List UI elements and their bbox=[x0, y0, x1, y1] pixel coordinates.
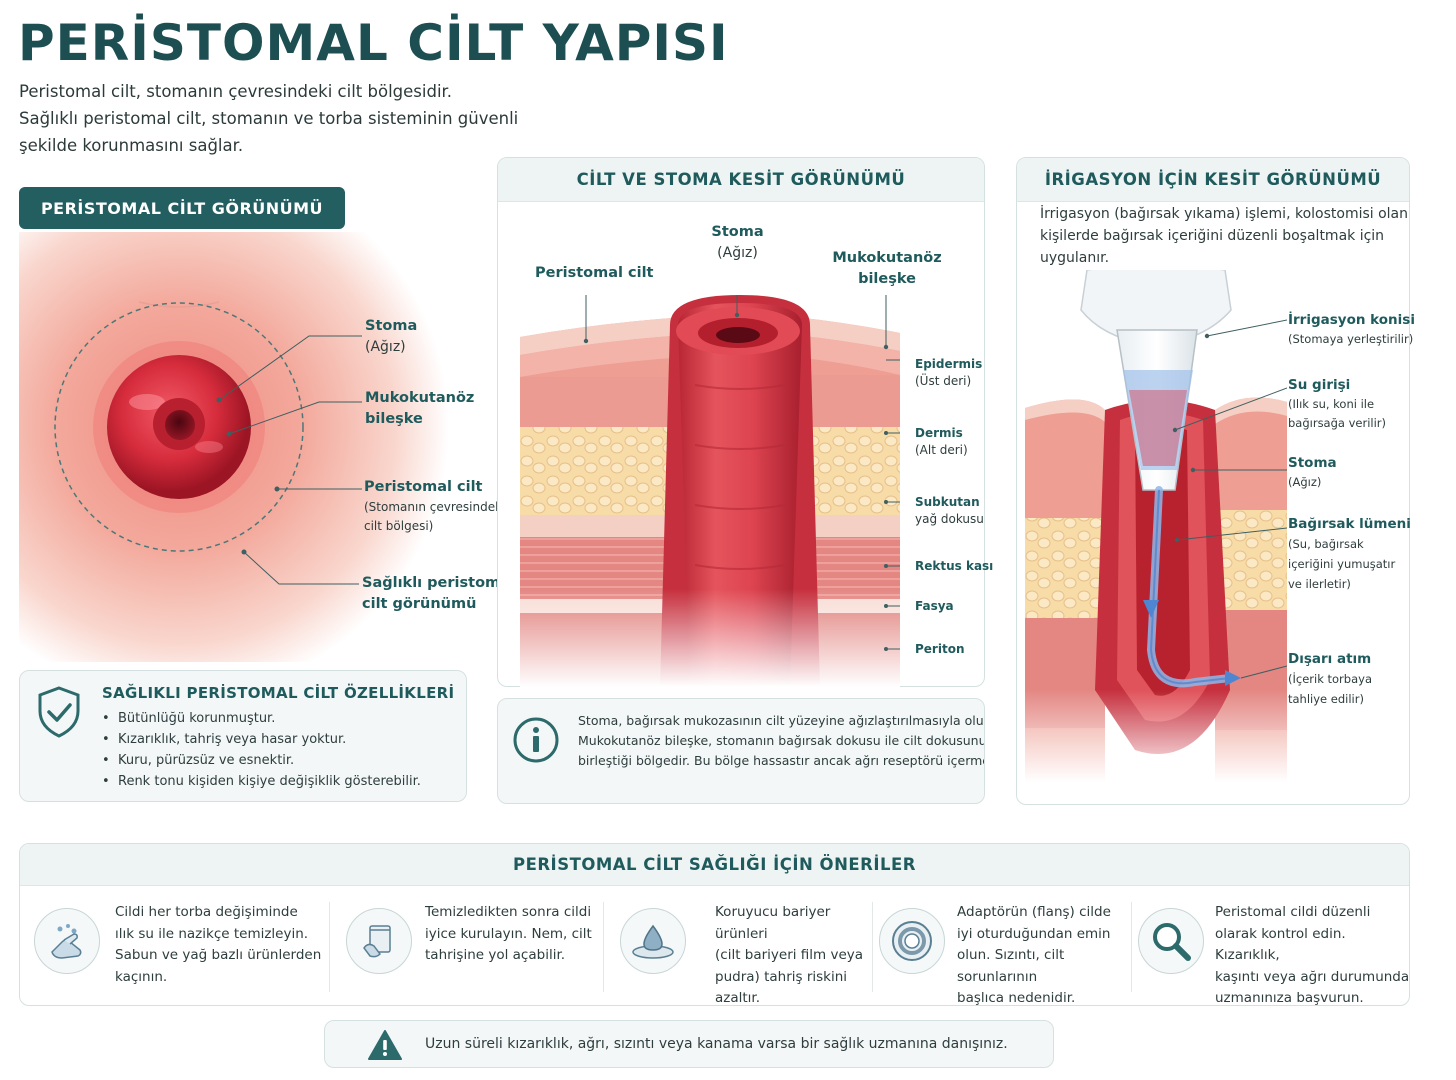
warning-box: Uzun süreli kızarıklık, ağrı, sızıntı ve… bbox=[324, 1020, 1054, 1068]
irr-label-water-inlet: Su girişi (Ilık su, koni ile bağırsağa v… bbox=[1288, 377, 1387, 430]
irrigation-illustration bbox=[1025, 270, 1287, 782]
tip-item: Temizledikten sonra cildi iyice kurulayı… bbox=[332, 888, 604, 1005]
layer-dermis: Dermis (Alt deri) bbox=[915, 426, 968, 457]
cs-label-stoma: Stoma (Ağız) bbox=[711, 224, 764, 261]
recommendations-title: PERİSTOMAL CİLT SAĞLIĞI İÇİN ÖNERİLER bbox=[20, 844, 1409, 886]
irrigation-title: İRİGASYON İÇİN KESİT GÖRÜNÜMÜ bbox=[1017, 158, 1409, 202]
layer-epidermis: Epidermis (Üst deri) bbox=[915, 357, 983, 388]
info-icon bbox=[513, 717, 559, 763]
tip-item: Cildi her torba değişiminde ılık su ile … bbox=[20, 888, 330, 1005]
barrier-drop-icon bbox=[620, 908, 686, 974]
flange-ring-icon bbox=[879, 908, 945, 974]
intro-line: Peristomal cilt, stomanın çevresindeki c… bbox=[19, 82, 453, 101]
list-item: Bütünlüğü korunmuştur. bbox=[102, 708, 421, 729]
layer-rectus-muscle: Rektus kası bbox=[915, 559, 994, 573]
label-stoma: Stoma (Ağız) bbox=[365, 318, 418, 355]
intro-line: Sağlıklı peristomal cilt, stomanın ve to… bbox=[19, 109, 519, 128]
intro-line: şekilde korunmasını sağlar. bbox=[19, 136, 244, 155]
features-list: Bütünlüğü korunmuştur. Kızarıklık, tahri… bbox=[102, 708, 421, 792]
layer-fascia: Fasya bbox=[915, 599, 954, 613]
cross-section-info-box: Stoma, bağırsak mukozasının cilt yüzeyin… bbox=[497, 698, 985, 804]
cross-section-illustration bbox=[520, 295, 900, 687]
peristomal-skin-illustration bbox=[19, 232, 497, 662]
warning-text: Uzun süreli kızarıklık, ağrı, sızıntı ve… bbox=[425, 1036, 1008, 1052]
tip-item: Adaptörün (flanş) cilde iyi oturduğundan… bbox=[865, 888, 1133, 1005]
irrigation-intro: İrrigasyon (bağırsak yıkama) işlemi, kol… bbox=[1040, 206, 1409, 266]
warning-icon bbox=[368, 1030, 402, 1060]
label-peristomal-skin: Peristomal cilt (Stomanın çevresindeki c… bbox=[364, 479, 506, 533]
irr-label-cone: İrrigasyon konisi (Stomaya yerleştirilir… bbox=[1288, 312, 1415, 346]
layer-subcutaneous-fat: Subkutan yağ dokusu bbox=[915, 495, 984, 526]
view-panel-title: PERİSTOMAL CİLT GÖRÜNÜMÜ bbox=[19, 187, 345, 229]
tip-item: Koruyucu bariyer ürünleri (cilt bariyeri… bbox=[606, 888, 874, 1005]
page-title: PERİSTOMAL CİLT YAPISI bbox=[18, 14, 729, 72]
irr-label-outflow: Dışarı atım (İçerik torbaya tahliye edil… bbox=[1288, 651, 1372, 706]
list-item: Kuru, pürüzsüz ve esnektir. bbox=[102, 750, 421, 771]
intro-text: Peristomal cilt, stomanın çevresindeki c… bbox=[19, 78, 519, 159]
features-box: SAĞLIKLI PERİSTOMAL CİLT ÖZELLİKLERİ Büt… bbox=[19, 670, 467, 802]
list-item: Kızarıklık, tahriş veya hasar yoktur. bbox=[102, 729, 421, 750]
cs-label-mucocutaneous: Mukokutanöz bileşke bbox=[832, 250, 942, 287]
irr-label-stoma: Stoma (Ağız) bbox=[1288, 455, 1337, 489]
shield-check-icon bbox=[38, 686, 80, 738]
recommendations-panel: PERİSTOMAL CİLT SAĞLIĞI İÇİN ÖNERİLER Ci… bbox=[19, 843, 1410, 1006]
magnifier-icon bbox=[1138, 908, 1204, 974]
irr-label-bowel-lumen: Bağırsak lümeni (Su, bağırsak içeriğini … bbox=[1288, 516, 1411, 591]
label-healthy-skin: Sağlıklı peristomal cilt görünümü bbox=[362, 575, 515, 612]
list-item: Renk tonu kişiden kişiye değişiklik göst… bbox=[102, 771, 421, 792]
hand-washing-icon bbox=[34, 908, 100, 974]
cross-section-title: CİLT VE STOMA KESİT GÖRÜNÜMÜ bbox=[498, 158, 984, 202]
features-title: SAĞLIKLI PERİSTOMAL CİLT ÖZELLİKLERİ bbox=[102, 684, 455, 702]
cs-label-peristomal: Peristomal cilt bbox=[535, 265, 654, 281]
info-text: Stoma, bağırsak mukozasının cilt yüzeyin… bbox=[578, 713, 985, 768]
layer-peritoneum: Periton bbox=[915, 642, 965, 656]
towel-icon bbox=[346, 908, 412, 974]
tip-item: Peristomal cildi düzenli olarak kontrol … bbox=[1124, 888, 1409, 1005]
label-mucocutaneous-junction: Mukokutanöz bileşke bbox=[365, 390, 475, 427]
